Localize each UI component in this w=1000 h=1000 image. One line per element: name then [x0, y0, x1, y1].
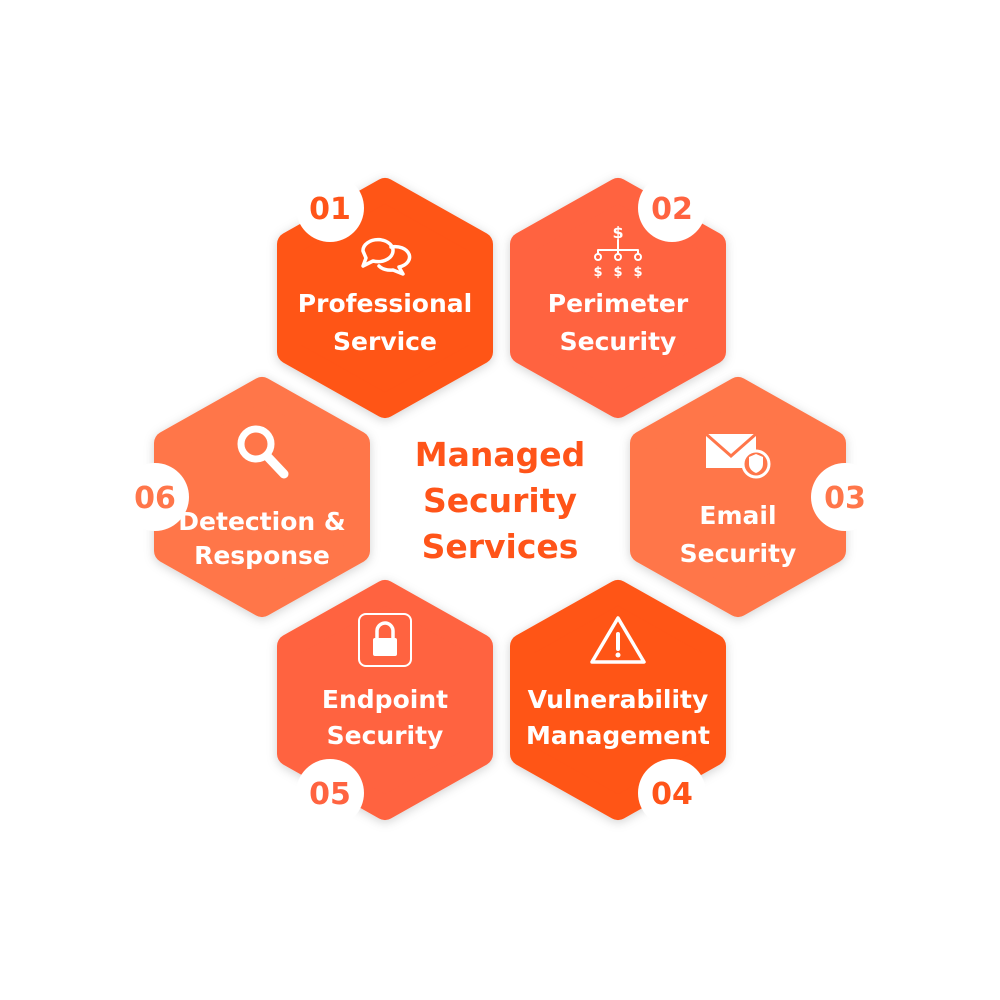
service-label-line: Security [680, 539, 797, 568]
service-number: 04 [651, 777, 693, 812]
hexagon-shape [630, 377, 846, 617]
lock-icon [358, 613, 412, 667]
service-label-line: Vulnerability [528, 685, 709, 714]
number-badge [121, 463, 189, 531]
secure-email-icon [705, 432, 771, 479]
number-badge [638, 174, 706, 242]
svg-text:$: $ [633, 265, 642, 280]
service-number: 01 [309, 192, 351, 227]
title-line-2: Security [423, 481, 577, 520]
service-label-line: Email [699, 501, 776, 530]
service-label-line: Endpoint [322, 685, 448, 714]
service-label-line: Response [194, 541, 330, 570]
number-badge [296, 759, 364, 827]
service-number: 02 [651, 192, 693, 227]
service-label-line: Detection & [178, 507, 345, 536]
hexagon-shape [154, 377, 370, 617]
hexagon-shape [510, 178, 726, 418]
svg-text:$: $ [593, 265, 602, 280]
hexagon-shape [277, 580, 493, 820]
number-badge [638, 759, 706, 827]
center-title: Managed Security Services [415, 435, 586, 566]
service-number: 03 [824, 481, 866, 516]
svg-text:$: $ [612, 223, 623, 242]
svg-text:$: $ [613, 265, 622, 280]
chat-bubbles-icon [361, 237, 412, 276]
service-label-line: Perimeter [548, 289, 689, 318]
number-badge [296, 174, 364, 242]
service-label-line: Service [333, 327, 437, 356]
magnifier-icon [237, 425, 289, 479]
service-label-line: Professional [298, 289, 472, 318]
money-network-icon: $ $ $ $ [593, 223, 642, 280]
service-number: 05 [309, 777, 351, 812]
title-line-3: Services [422, 527, 579, 566]
service-label-line: Security [560, 327, 677, 356]
warning-icon [590, 616, 646, 664]
service-label-line: Management [526, 721, 710, 750]
service-number: 06 [134, 481, 176, 516]
number-badge [811, 463, 879, 531]
title-line-1: Managed [415, 435, 586, 474]
service-label-line: Security [327, 721, 444, 750]
hexagon-shape [510, 580, 726, 820]
hexagon-shape [277, 178, 493, 418]
